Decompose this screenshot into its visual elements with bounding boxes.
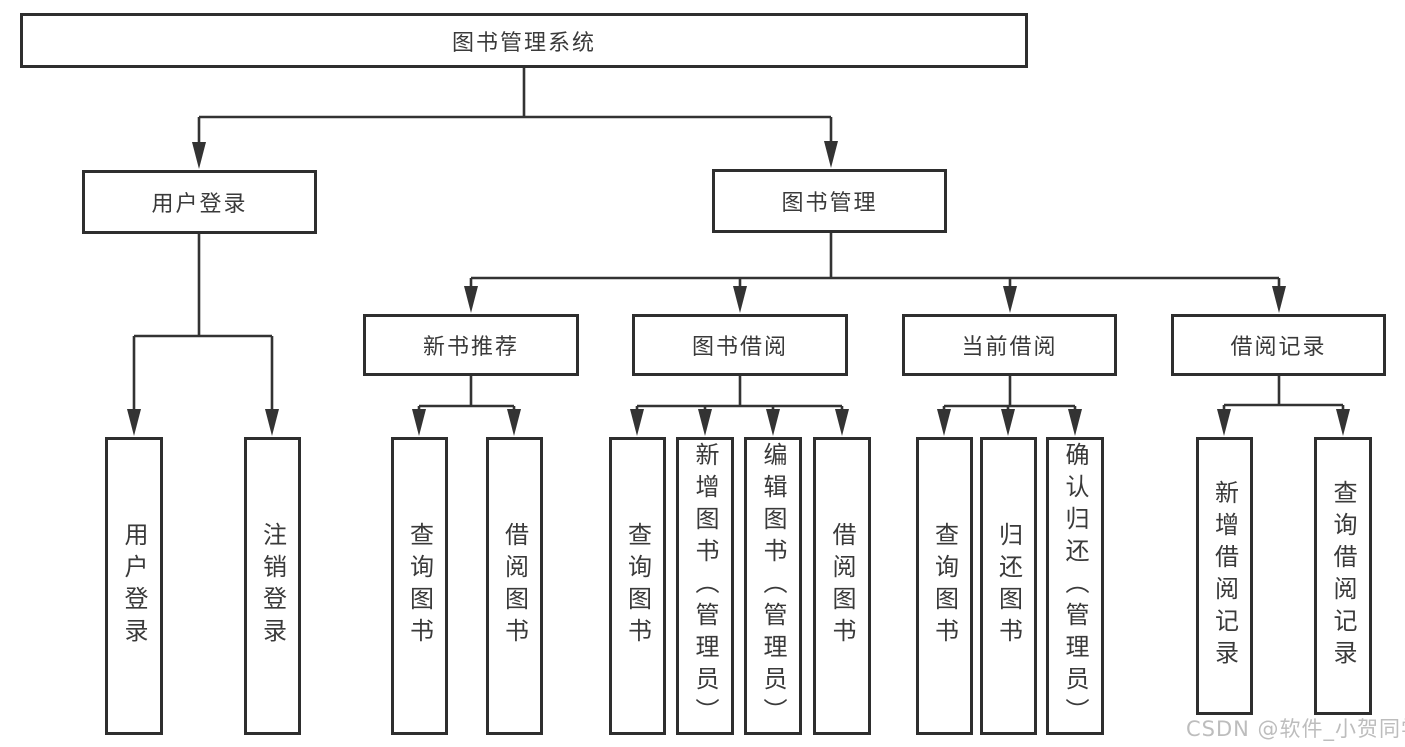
leaf-query-books-current-label: 查询图书 (930, 522, 959, 650)
leaf-return-book: 归还图书 (980, 437, 1037, 735)
leaf-logout-label: 注销登录 (258, 522, 287, 650)
node-book-management-label: 图书管理 (781, 191, 878, 216)
connector-root-to-level2 (192, 68, 838, 169)
leaf-add-book-admin-label: 新增图书（管理员） (691, 442, 719, 730)
leaf-confirm-return-admin: 确认归还（管理员） (1046, 437, 1104, 735)
connector-user-login-to-children (127, 234, 279, 436)
leaf-query-books-recommend: 查询图书 (391, 437, 448, 735)
node-current-borrow: 当前借阅 (902, 314, 1117, 376)
node-borrow-records-label: 借阅记录 (1230, 335, 1327, 360)
node-new-book-recommend-label: 新书推荐 (422, 335, 519, 360)
leaf-borrow-books-label: 借阅图书 (828, 522, 856, 650)
leaf-return-book-label: 归还图书 (994, 522, 1023, 650)
node-book-borrow-label: 图书借阅 (691, 335, 788, 360)
leaf-borrow-books-recommend: 借阅图书 (486, 437, 543, 735)
leaf-edit-book-admin-label: 编辑图书（管理员） (759, 442, 787, 730)
leaf-user-login: 用户登录 (105, 437, 163, 735)
connector-new-book-rec-to-children (412, 376, 521, 436)
leaf-query-books-borrow-label: 查询图书 (623, 522, 652, 650)
node-user-login-label: 用户登录 (151, 192, 248, 217)
connector-book-management-to-level3 (464, 233, 1286, 313)
leaf-logout: 注销登录 (244, 437, 301, 735)
leaf-query-borrow-record: 查询借阅记录 (1314, 437, 1372, 715)
leaf-add-borrow-record: 新增借阅记录 (1196, 437, 1253, 715)
leaf-query-books-current: 查询图书 (916, 437, 973, 735)
leaf-confirm-return-admin-label: 确认归还（管理员） (1061, 442, 1089, 730)
leaf-query-books-borrow: 查询图书 (609, 437, 666, 735)
node-root-label: 图书管理系统 (451, 30, 596, 56)
leaf-borrow-books-recommend-label: 借阅图书 (500, 522, 529, 650)
leaf-borrow-books: 借阅图书 (813, 437, 871, 735)
connector-current-borrow-to-children (937, 376, 1082, 436)
leaf-add-borrow-record-label: 新增借阅记录 (1210, 480, 1239, 672)
node-user-login: 用户登录 (82, 170, 317, 234)
node-new-book-recommend: 新书推荐 (363, 314, 579, 376)
leaf-add-book-admin: 新增图书（管理员） (676, 437, 734, 735)
node-root: 图书管理系统 (20, 13, 1028, 68)
leaf-user-login-label: 用户登录 (120, 522, 148, 650)
node-book-management: 图书管理 (712, 169, 947, 233)
connector-book-borrow-to-children (630, 376, 849, 436)
connector-borrow-records-to-children (1217, 376, 1350, 436)
leaf-query-books-recommend-label: 查询图书 (405, 522, 434, 650)
node-current-borrow-label: 当前借阅 (961, 335, 1058, 360)
node-borrow-records: 借阅记录 (1171, 314, 1386, 376)
leaf-edit-book-admin: 编辑图书（管理员） (744, 437, 802, 735)
node-book-borrow: 图书借阅 (632, 314, 848, 376)
leaf-query-borrow-record-label: 查询借阅记录 (1329, 480, 1357, 672)
csdn-watermark: CSDN @软件_小贺同学 (1186, 717, 1405, 741)
